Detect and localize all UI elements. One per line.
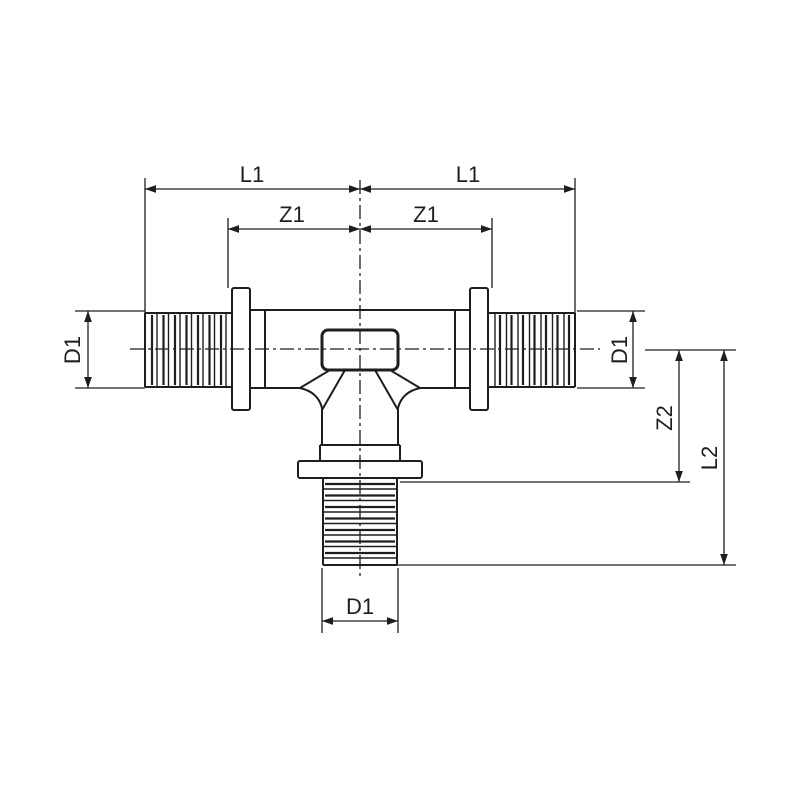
right-flange (469, 287, 489, 411)
left-flange (231, 287, 251, 411)
label-l1-left: L1 (240, 162, 264, 187)
dimension-d1-bottom: D1 (321, 568, 399, 633)
label-z1-right: Z1 (413, 202, 439, 227)
label-d1-left: D1 (60, 336, 85, 364)
dimension-l1-right: L1 (360, 162, 576, 313)
dimension-l1-left: L1 (144, 162, 360, 313)
label-d1-right: D1 (607, 336, 632, 364)
tee-body (249, 309, 471, 461)
left-barbed-end (144, 312, 232, 388)
label-l2: L2 (697, 446, 722, 470)
bottom-barbed-end (322, 478, 398, 566)
dimension-z1-left: Z1 (227, 202, 360, 288)
dimension-d1-left: D1 (60, 310, 145, 389)
dimension-z2: Z2 (400, 349, 736, 483)
top-boss (320, 328, 400, 372)
label-d1-bottom: D1 (346, 594, 374, 619)
label-z1-left: Z1 (279, 202, 305, 227)
dimension-d1-right: D1 (577, 310, 645, 389)
bottom-flange (297, 460, 423, 479)
dimension-l2: L2 (397, 350, 736, 566)
right-barbed-end (488, 312, 576, 388)
dimension-z1-right: Z1 (360, 202, 493, 288)
label-l1-right: L1 (456, 162, 480, 187)
label-z2: Z2 (652, 405, 677, 431)
